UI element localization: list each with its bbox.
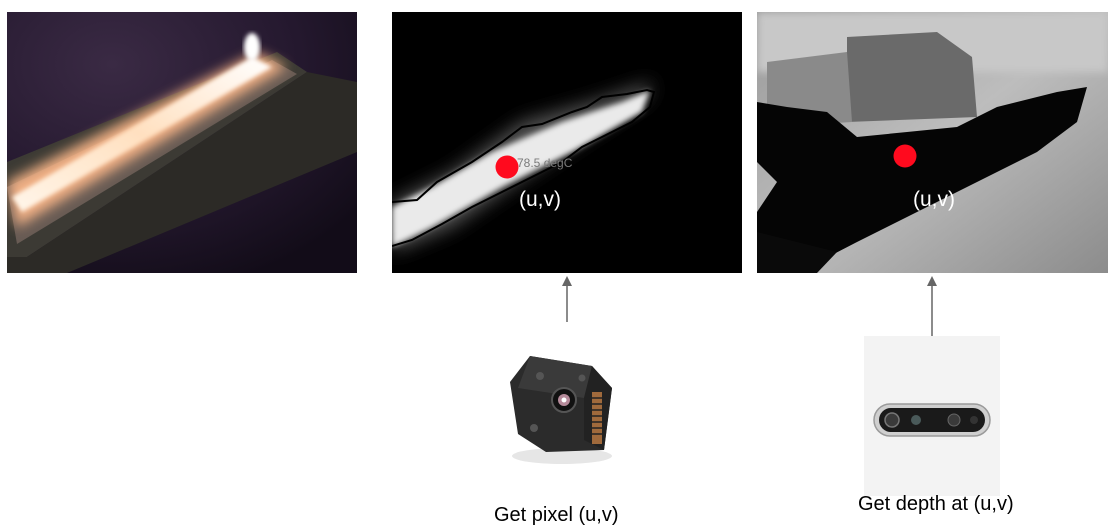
depth-caption: Get depth at (u,v) [858,493,1014,515]
depth-marker [893,144,917,168]
thermal-uv-label: (u,v) [519,188,561,211]
depth-arrow [927,276,937,336]
depth-camera-photo [864,336,1000,496]
depth-camera-icon [873,403,991,437]
thermal-camera-module [510,356,612,464]
depth-uv-label: (u,v) [913,188,955,211]
thermal-caption: Get pixel (u,v) [494,504,619,526]
thermal-arrow [562,276,572,322]
depth-image: (u,v) [757,12,1108,273]
rgb-fire-photo [7,12,357,273]
thermal-marker [495,155,519,179]
thermal-image: 78.5 degC (u,v) [392,12,742,273]
temperature-reading: 78.5 degC [517,156,573,170]
